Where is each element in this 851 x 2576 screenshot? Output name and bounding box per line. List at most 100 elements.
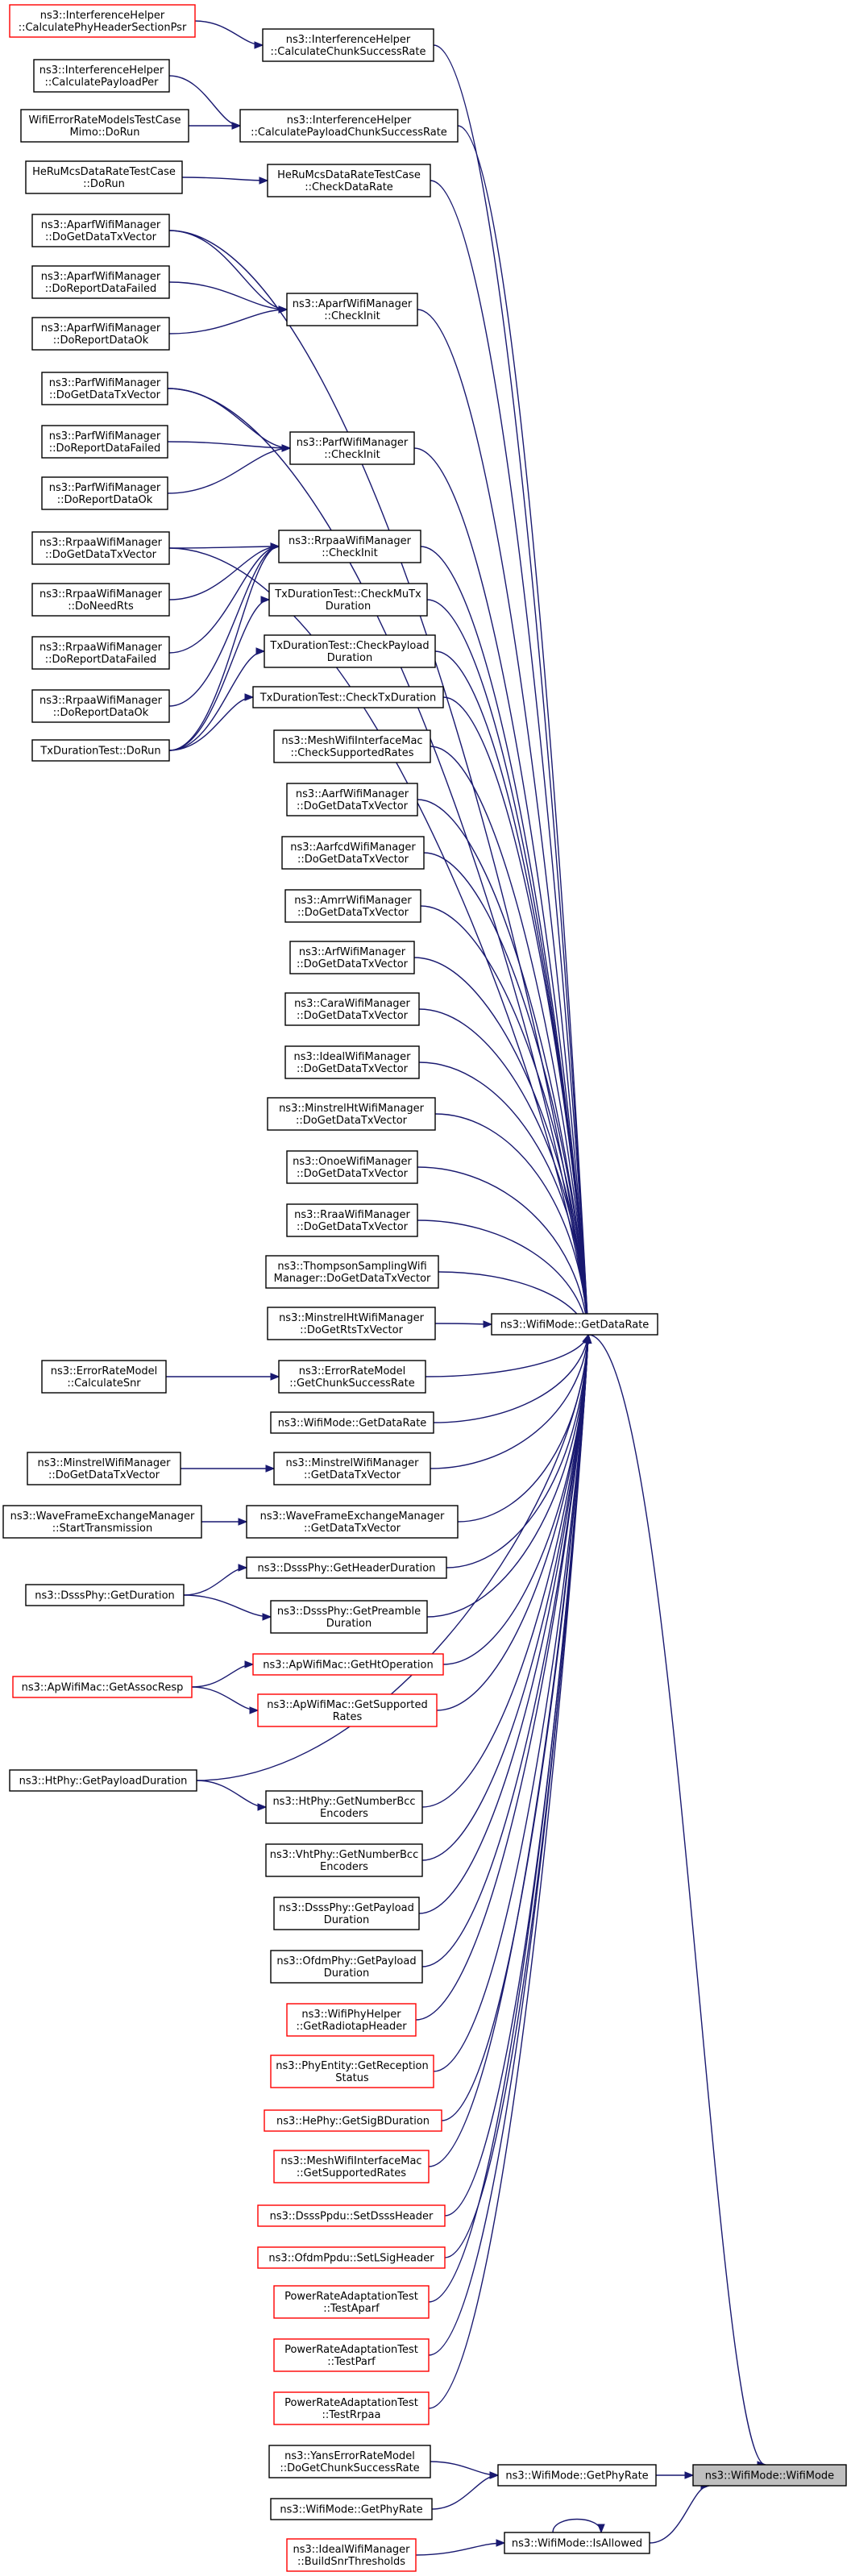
node-dpghd[interactable]: ns3::DsssPhy::GetHeaderDuration [246, 1556, 447, 1579]
node-rpci[interactable]: ns3::RrpaaWifiManager::CheckInit [278, 530, 421, 563]
node-hpgsbd[interactable]: ns3::HePhy::GetSigBDuration [264, 2109, 442, 2132]
node-box [257, 1693, 438, 1727]
node-dpsdh[interactable]: ns3::DsssPpdu::SetDsssHeader [257, 2204, 446, 2227]
node-label: ns3::ArfWifiManager [299, 946, 406, 958]
edge-wfemgdtv-to-wmgdr [457, 1333, 592, 1523]
node-argdtv[interactable]: ns3::ArfWifiManager::DoGetDataTxVector [289, 941, 415, 974]
node-rpnr[interactable]: ns3::RrpaaWifiManager::DoNeedRts [31, 583, 170, 617]
node-pardo[interactable]: ns3::ParfWifiManager::DoReportDataOk [41, 476, 168, 510]
node-tdctd[interactable]: TxDurationTest::CheckTxDuration [252, 686, 444, 708]
node-idgdtv[interactable]: ns3::IdealWifiManager::DoGetDataTxVector [284, 1045, 420, 1079]
node-box [41, 476, 168, 510]
edge-iwmbst-to-wmia [415, 2539, 506, 2556]
node-opsls[interactable]: ns3::OfdmPpdu::SetLSigHeader [257, 2246, 446, 2269]
node-opgpld[interactable]: ns3::OfdmPhy::GetPayloadDuration [270, 1950, 423, 1984]
node-amgar[interactable]: ns3::ApWifiMac::GetAssocResp [12, 1676, 193, 1698]
node-mwdgdtv[interactable]: ns3::MinstrelWifiManager::DoGetDataTxVec… [27, 1452, 181, 1485]
node-box [268, 2445, 431, 2478]
node-mwgdtv[interactable]: ns3::MinstrelWifiManager::GetDataTxVecto… [273, 1452, 431, 1485]
node-ongdtv[interactable]: ns3::OnoeWifiManager::DoGetDataTxVector [286, 1150, 418, 1184]
node-label: ns3::WifiMode::WifiMode [705, 2470, 834, 2483]
node-wmgdr2[interactable]: ns3::WifiMode::GetDataRate [270, 1411, 434, 1434]
node-box [25, 160, 183, 194]
node-dpgd[interactable]: ns3::DsssPhy::GetDuration [25, 1584, 185, 1606]
node-wmgpr[interactable]: ns3::WifiMode::GetPhyRate [497, 2464, 657, 2487]
node-cagdtv[interactable]: ns3::CaraWifiManager::DoGetDataTxVector [284, 992, 420, 1026]
edge-dpgd-to-dpghd [183, 1564, 248, 1596]
node-tsgdtv[interactable]: ns3::ThompsonSamplingWifiManager::DoGetD… [265, 1255, 439, 1289]
node-apgdtv[interactable]: ns3::AparfWifiManager::DoGetDataTxVector [31, 214, 170, 247]
node-label: ::DoGetDataTxVector [48, 1469, 160, 1481]
node-mhgdtv[interactable]: ns3::MinstrelHtWifiManager::DoGetDataTxV… [267, 1097, 436, 1131]
node-rprdf[interactable]: ns3::RrpaaWifiManager::DoReportDataFaile… [31, 636, 170, 670]
node-wmwm[interactable]: ns3::WifiMode::WifiMode [692, 2464, 847, 2487]
node-pagdtv[interactable]: ns3::ParfWifiManager::DoGetDataTxVector [41, 372, 168, 405]
node-aprdf[interactable]: ns3::AparfWifiManager::DoReportDataFaile… [31, 265, 170, 299]
node-pratr[interactable]: PowerRateAdaptationTest::TestRrpaa [273, 2391, 430, 2425]
edge-hpgsbd-to-wmgdr [441, 1333, 592, 2121]
node-tddr[interactable]: TxDurationTest::DoRun [31, 739, 170, 762]
node-wphgrh[interactable]: ns3::WifiPhyHelper::GetRadiotapHeader [286, 2003, 417, 2037]
node-rpgdtv[interactable]: ns3::RrpaaWifiManager::DoGetDataTxVector [31, 531, 170, 565]
node-box [12, 1676, 193, 1698]
node-apci[interactable]: ns3::AparfWifiManager::CheckInit [286, 293, 418, 326]
node-box [286, 783, 418, 816]
node-label: ::DoGetDataTxVector [45, 231, 157, 243]
node-ergcsr[interactable]: ns3::ErrorRateModel::GetChunkSuccessRate [278, 1360, 426, 1394]
node-box [41, 1360, 167, 1394]
edge-ercs-to-ergcsr [166, 1373, 280, 1381]
node-amgsr[interactable]: ns3::ApWifiMac::GetSupportedRates [257, 1693, 438, 1727]
node-label: ns3::AparfWifiManager [41, 271, 161, 283]
node-pratp[interactable]: PowerRateAdaptationTest::TestParf [273, 2338, 430, 2372]
node-rprdo[interactable]: ns3::RrpaaWifiManager::DoReportDataOk [31, 689, 170, 723]
node-box [281, 836, 425, 870]
node-dpgpld[interactable]: ns3::DsssPhy::GetPayloadDuration [273, 1897, 420, 1930]
node-box [246, 1505, 459, 1539]
node-prata[interactable]: PowerRateAdaptationTest::TestAparf [273, 2285, 430, 2319]
node-mwigsr[interactable]: ns3::MeshWifiInterfaceMac::GetSupportedR… [273, 2150, 430, 2183]
node-label: ns3::VhtPhy::GetNumberBcc [270, 1849, 418, 1861]
node-hrdrtc[interactable]: HeRuMcsDataRateTestCase::DoRun [25, 160, 183, 194]
node-box [289, 941, 415, 974]
node-yerm[interactable]: ns3::YansErrorRateModel::DoGetChunkSucce… [268, 2445, 431, 2478]
node-pardf[interactable]: ns3::ParfWifiManager::DoReportDataFailed [41, 425, 168, 459]
node-wmia[interactable]: ns3::WifiMode::IsAllowed [504, 2532, 650, 2554]
node-label: ::BuildSnrThresholds [297, 2556, 405, 2568]
node-label: ns3::AparfWifiManager [41, 219, 161, 231]
node-wmgpr2[interactable]: ns3::WifiMode::GetPhyRate [270, 2498, 433, 2520]
node-label: Mimo::DoRun [69, 127, 139, 139]
node-label: ns3::DsssPhy::GetHeaderDuration [258, 1563, 436, 1575]
node-cpcsr[interactable]: ns3::InterferenceHelper::CalculatePayloa… [239, 109, 459, 143]
node-cphsp[interactable]: ns3::InterferenceHelper::CalculatePhyHea… [9, 4, 196, 38]
node-hrcdr[interactable]: HeRuMcsDataRateTestCase::CheckDataRate [267, 164, 431, 197]
node-wmgdr[interactable]: ns3::WifiMode::GetDataRate [491, 1313, 658, 1336]
node-box [265, 1790, 423, 1824]
node-amgdtv[interactable]: ns3::AmrrWifiManager::DoGetDataTxVector [284, 889, 421, 923]
node-ercs[interactable]: ns3::ErrorRateModel::CalculateSnr [41, 1360, 167, 1394]
node-ccsr[interactable]: ns3::InterferenceHelper::CalculateChunkS… [262, 28, 434, 62]
node-box [33, 59, 170, 93]
node-hpgpd[interactable]: ns3::HtPhy::GetPayloadDuration [9, 1769, 197, 1792]
node-mwicsr[interactable]: ns3::MeshWifiInterfaceMac::CheckSupporte… [273, 729, 431, 763]
edge-amgdtv-to-wmgdr [420, 905, 592, 1336]
node-aagdtv[interactable]: ns3::AarfWifiManager::DoGetDataTxVector [286, 783, 418, 816]
node-wfemst[interactable]: ns3::WaveFrameExchangeManager::StartTran… [2, 1505, 202, 1539]
node-label: ns3::AarfcdWifiManager [290, 841, 416, 854]
node-aacgdtv[interactable]: ns3::AarfcdWifiManager::DoGetDataTxVecto… [281, 836, 425, 870]
node-cpp[interactable]: ns3::InterferenceHelper::CalculatePayloa… [33, 59, 170, 93]
node-paci[interactable]: ns3::ParfWifiManager::CheckInit [289, 431, 415, 465]
node-amgho[interactable]: ns3::ApWifiMac::GetHtOperation [252, 1653, 444, 1676]
node-iwmbst[interactable]: ns3::IdealWifiManager::BuildSnrThreshold… [286, 2538, 417, 2572]
node-mhgrtv[interactable]: ns3::MinstrelHtWifiManager::DoGetRtsTxVe… [267, 1307, 436, 1340]
edge-rpgdtv-to-rpci [168, 542, 280, 551]
node-ragdtv[interactable]: ns3::RraaWifiManager::DoGetDataTxVector [286, 1203, 418, 1237]
node-aprdo[interactable]: ns3::AparfWifiManager::DoReportDataOk [31, 317, 170, 351]
node-wfemgdtv[interactable]: ns3::WaveFrameExchangeManager::GetDataTx… [246, 1505, 459, 1539]
